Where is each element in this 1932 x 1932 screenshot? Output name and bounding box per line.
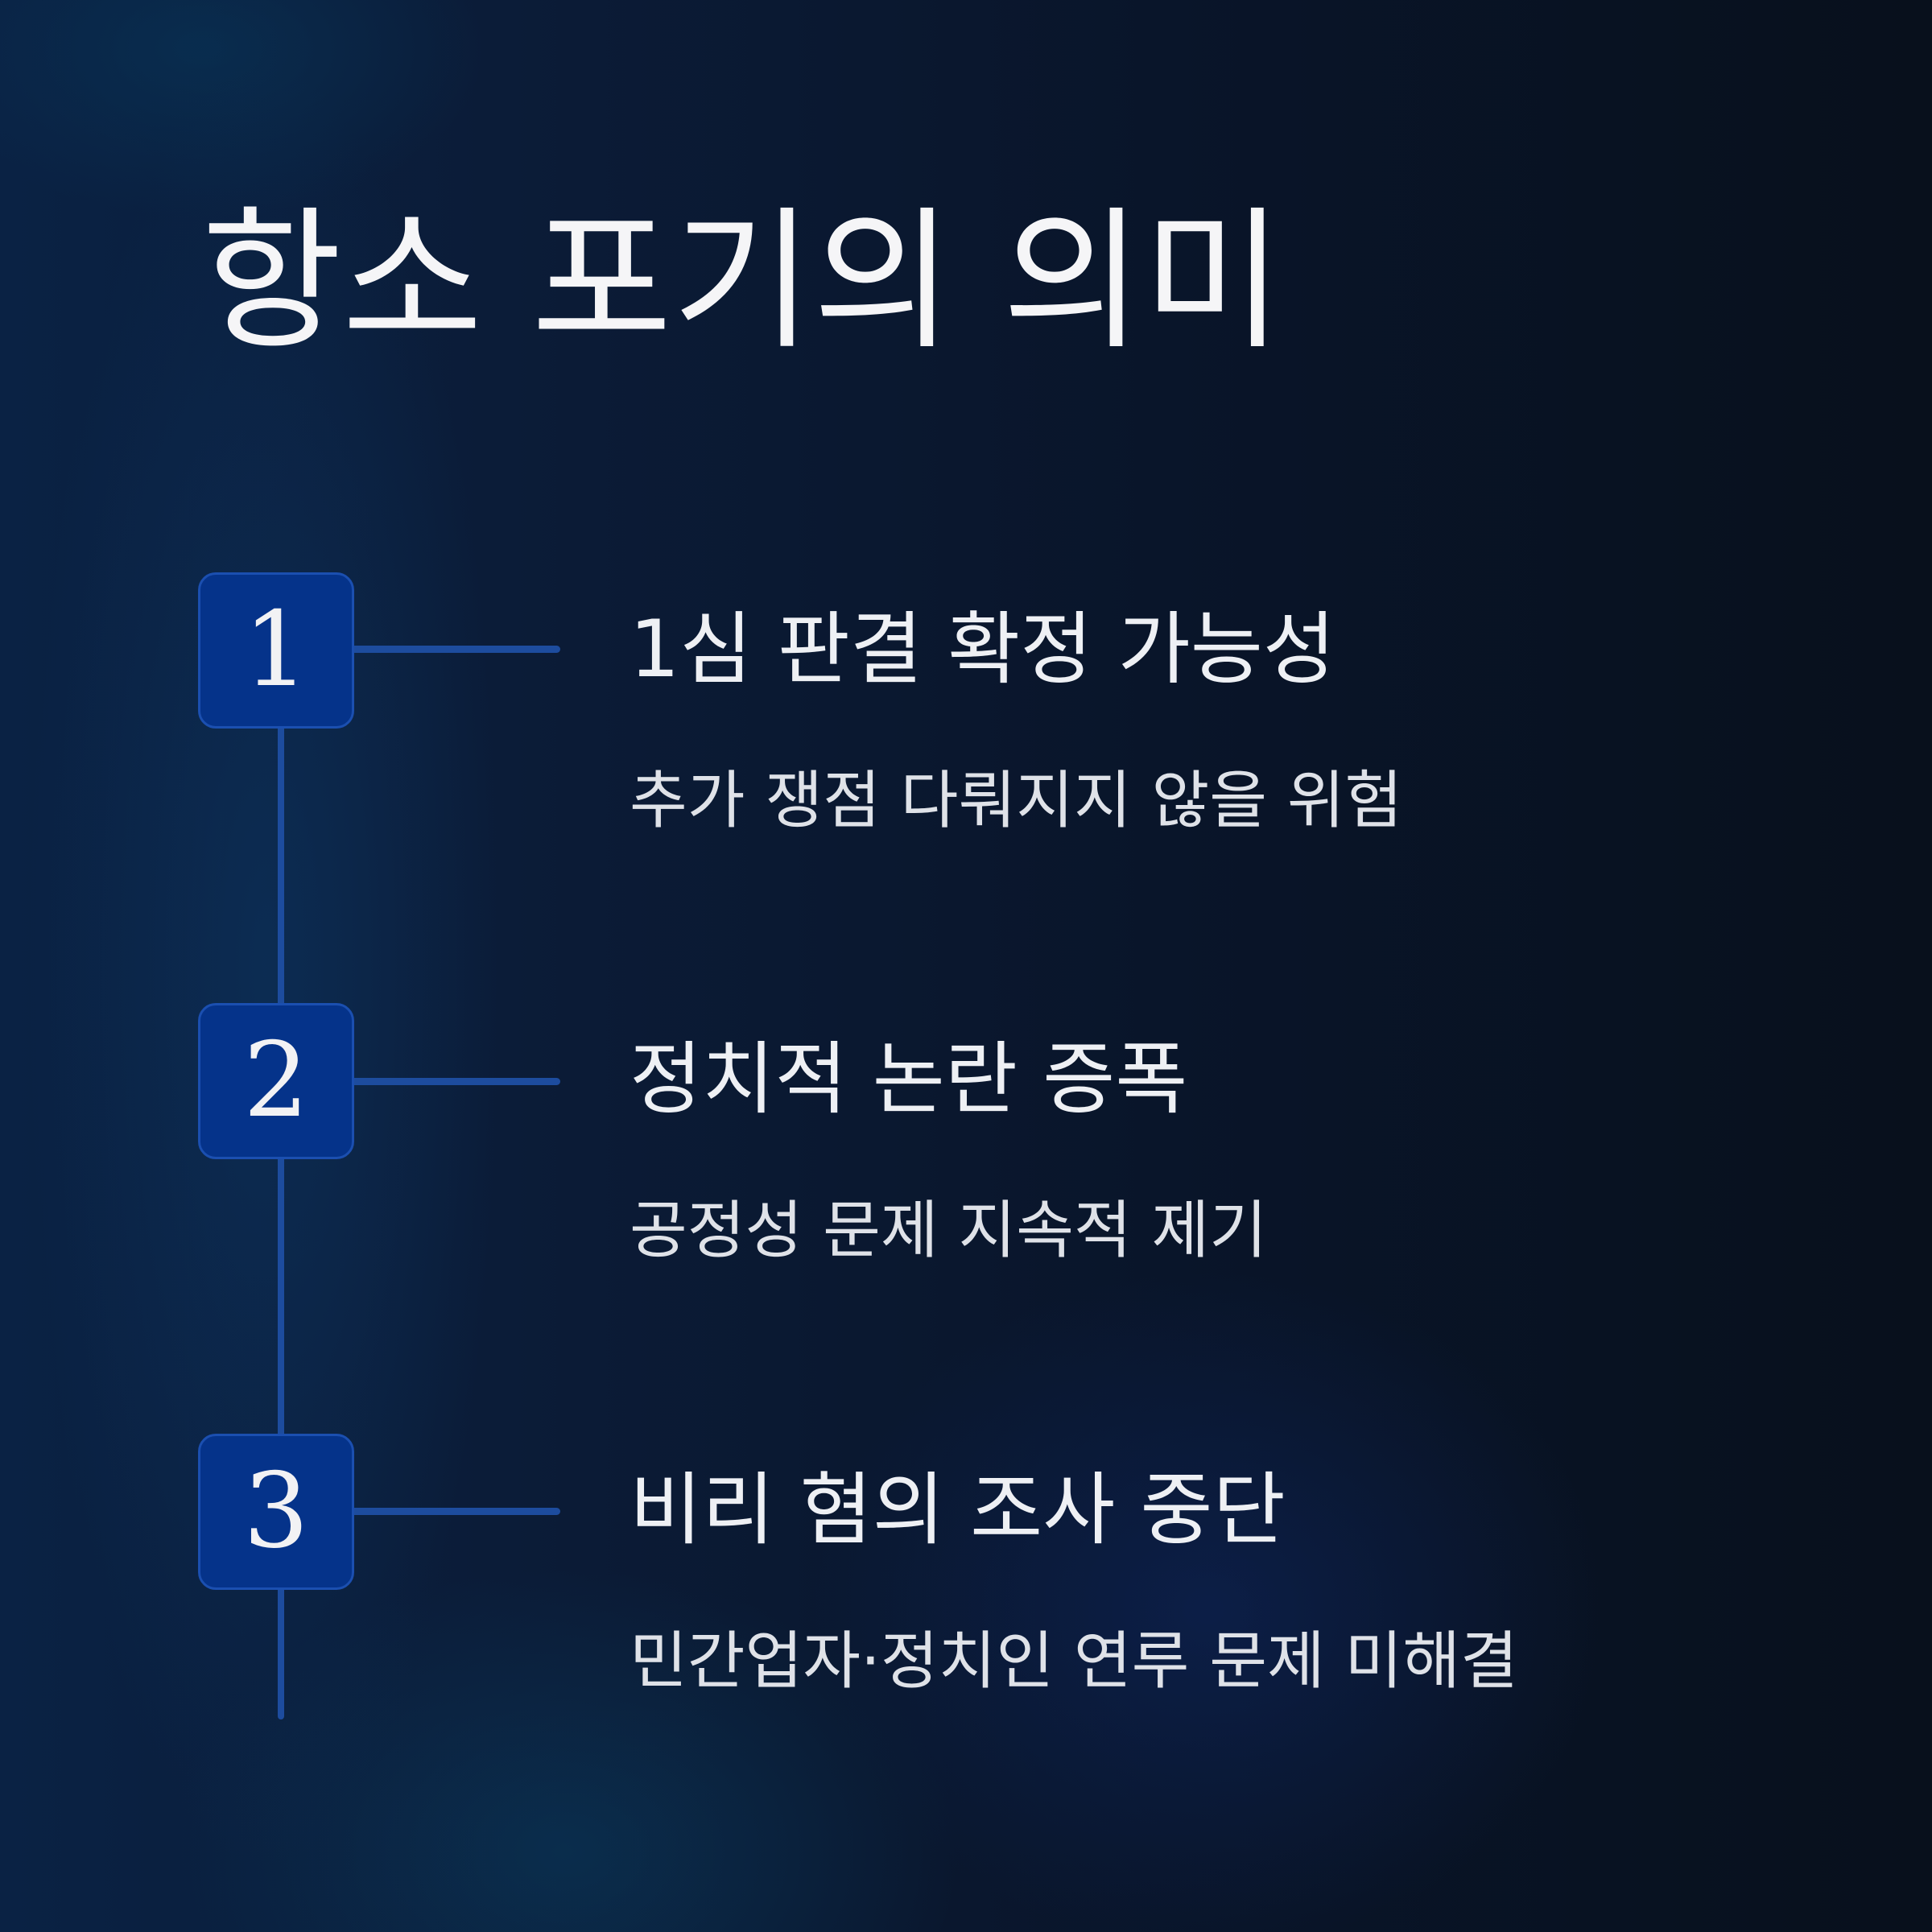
step-description-3: 민간업자·정치인 연루 문제 미해결 <box>630 1625 1518 1698</box>
connector-line-1 <box>354 646 560 653</box>
step-description-1: 추가 쟁점 다뤄지지 않을 위험 <box>630 765 1403 837</box>
step-number-badge-2: 2 <box>198 1003 354 1159</box>
connector-line-3 <box>354 1508 560 1515</box>
step-heading-3: 비리 혐의 조사 중단 <box>630 1464 1286 1556</box>
step-number-badge-1: 1 <box>198 572 354 729</box>
timeline-line <box>278 724 284 1719</box>
step-number-badge-3: 3 <box>198 1434 354 1590</box>
page-title: 항소 포기의 의미 <box>201 192 1284 370</box>
connector-line-2 <box>354 1078 560 1085</box>
step-description-2: 공정성 문제 지속적 제기 <box>630 1195 1267 1267</box>
step-heading-2: 정치적 논란 증폭 <box>630 1034 1188 1125</box>
step-heading-1: 1심 판결 확정 가능성 <box>630 604 1336 696</box>
